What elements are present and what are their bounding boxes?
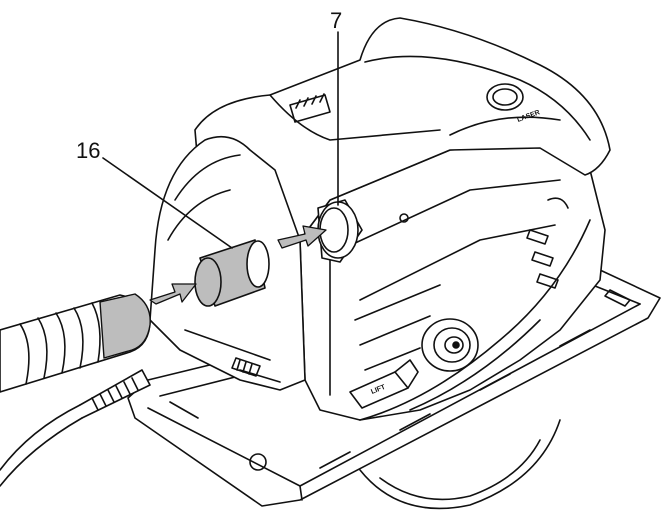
lift-lever — [349, 359, 419, 409]
callout-16-label: 16 — [76, 138, 100, 163]
blade-guard-dust-port — [317, 199, 363, 263]
leader-line-16 — [102, 157, 233, 249]
hose-gray-sleeve — [99, 293, 151, 359]
saw-blade — [359, 419, 561, 510]
airflow-arrow-left — [149, 283, 197, 305]
laser-button — [486, 83, 524, 111]
airflow-arrow-right — [277, 225, 327, 249]
handle — [194, 17, 611, 261]
dust-port — [194, 239, 270, 307]
power-cord — [0, 369, 151, 487]
blade-arbor — [421, 318, 479, 372]
callout-7-label: 7 — [330, 8, 342, 33]
